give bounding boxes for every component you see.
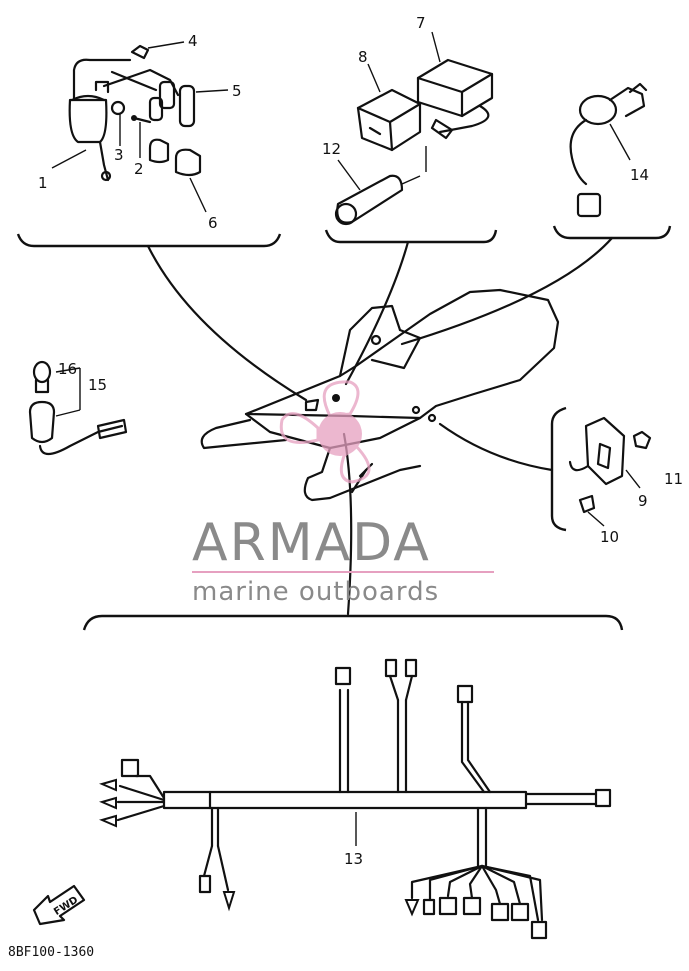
leader-regulator (438, 422, 554, 472)
voltage-regulator-icon (568, 416, 652, 527)
bulb-socket-icon (28, 360, 128, 456)
callout-4: 4 (188, 32, 198, 50)
callout-16: 16 (58, 360, 77, 378)
ignition-coil-icon (51, 41, 229, 213)
watermark-title: ARMADA (192, 513, 431, 573)
leader-right (400, 236, 614, 346)
leader-left (146, 244, 308, 402)
fwd-arrow-icon: FWD (32, 884, 86, 926)
diagram-code: 8BF100-1360 (8, 945, 94, 960)
relay-icon (356, 63, 422, 152)
bracket-group-right (552, 225, 672, 240)
callout-12: 12 (322, 140, 341, 158)
watermark-subtitle: marine outboards (192, 577, 439, 607)
bracket-group-harness (82, 614, 624, 631)
bracket-group-regulator (550, 406, 567, 532)
callout-11: 11 (664, 470, 683, 488)
bracket-group-middle (324, 229, 498, 244)
leader-middle (344, 240, 410, 386)
callout-2: 2 (134, 160, 144, 178)
propeller-logo-icon (279, 380, 371, 484)
main-switch-icon (569, 82, 648, 218)
callout-3: 3 (114, 146, 124, 164)
callout-15: 15 (88, 376, 107, 394)
bracket-group-left (16, 233, 282, 248)
callout-9: 9 (638, 492, 648, 510)
callout-14: 14 (630, 166, 649, 184)
wire-harness-icon (99, 658, 612, 940)
callout-8: 8 (358, 48, 368, 66)
callout-1: 1 (38, 174, 48, 192)
callout-13: 13 (344, 850, 363, 868)
resistor-icon (334, 146, 427, 226)
callout-5: 5 (232, 82, 242, 100)
cdi-unit-icon (416, 31, 494, 140)
callout-10: 10 (600, 528, 619, 546)
callout-6: 6 (208, 214, 218, 232)
callout-7: 7 (416, 14, 426, 32)
snowmobile-icon (200, 288, 560, 502)
